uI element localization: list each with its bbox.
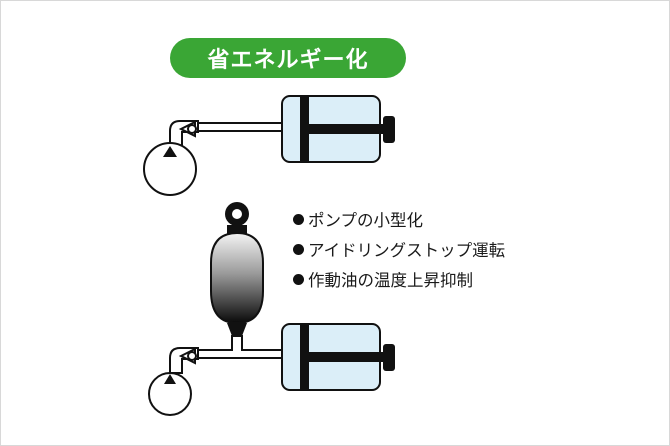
top-pipe-line [197, 122, 285, 132]
bullet-icon [293, 243, 304, 255]
bullet-icon [293, 273, 304, 285]
top-cylinder-icon [281, 95, 395, 163]
top-pump-icon [143, 142, 197, 196]
feature-item: 作動油の温度上昇抑制 [293, 264, 505, 294]
feature-text: アイドリングストップ運転 [308, 241, 506, 260]
title-text: 省エネルギー化 [207, 48, 369, 73]
bottom-cylinder-icon [281, 323, 395, 391]
feature-item: アイドリングストップ運転 [293, 234, 505, 264]
feature-text: ポンプの小型化 [308, 211, 424, 230]
top-check-valve-icon [178, 120, 197, 138]
top-system [143, 95, 395, 196]
feature-list: ポンプの小型化 アイドリングストップ運転 作動油の温度上昇抑制 [293, 204, 505, 294]
feature-text: 作動油の温度上昇抑制 [308, 271, 473, 290]
bottom-pump-icon [148, 372, 192, 416]
title-badge: 省エネルギー化 [170, 38, 406, 78]
bullet-icon [293, 213, 304, 225]
bottom-check-valve-icon [178, 347, 197, 365]
bottom-system [148, 202, 395, 416]
feature-item: ポンプの小型化 [293, 204, 505, 234]
accumulator-icon [210, 202, 264, 351]
